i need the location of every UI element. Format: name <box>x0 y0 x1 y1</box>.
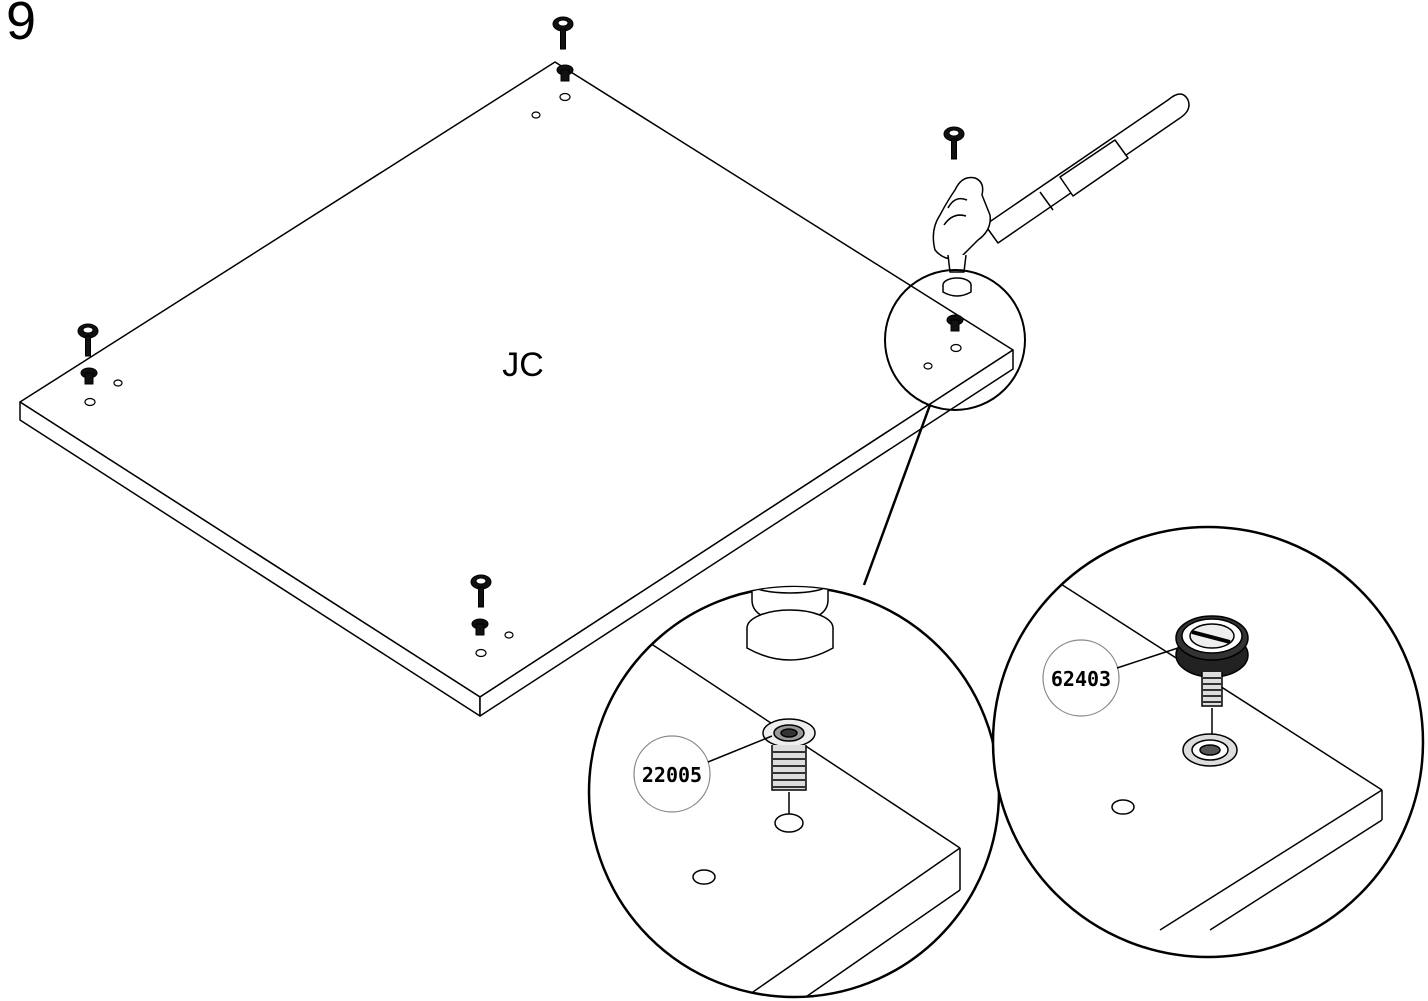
step-number: 9 <box>6 0 37 51</box>
panel-label: JC <box>502 346 544 384</box>
detail-insert: 22005 <box>587 585 1001 999</box>
panel-jc <box>19 61 1014 717</box>
screws-above-panel <box>77 16 965 608</box>
insert-part-code: 22005 <box>642 763 702 787</box>
detail-leader-line <box>862 404 932 586</box>
detail-marker-circle <box>884 269 1026 411</box>
inserts-on-panel <box>80 64 964 636</box>
screw-part-code: 62403 <box>1051 667 1111 691</box>
hammer <box>932 93 1190 297</box>
panel-holes <box>84 92 962 658</box>
detail-screw: 62403 <box>991 525 1425 959</box>
